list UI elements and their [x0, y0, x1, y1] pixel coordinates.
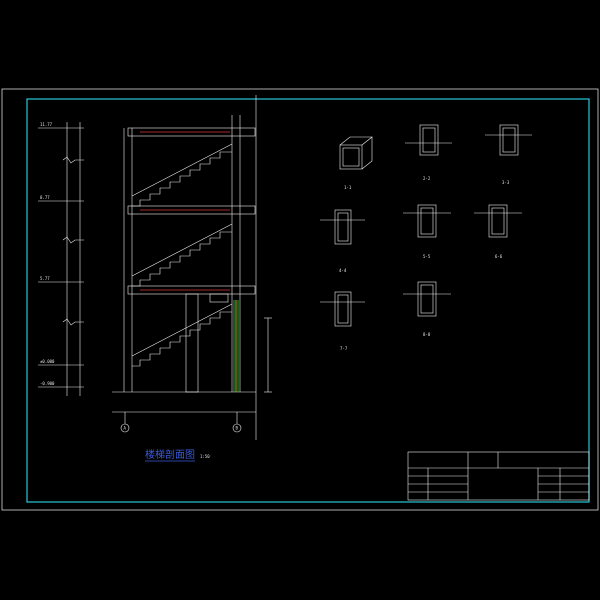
- axis-label: A: [124, 426, 127, 431]
- level-label: 8.77: [40, 195, 50, 200]
- drawing-title-group: 楼梯剖面图 1:50: [145, 448, 210, 462]
- section-detail: [485, 124, 532, 156]
- level-label: 11.77: [40, 122, 53, 127]
- section-details: [320, 124, 532, 327]
- section-detail: [320, 291, 365, 327]
- section-label: 4-4: [339, 268, 347, 273]
- section-detail: [474, 204, 522, 238]
- section-detail: [403, 204, 451, 238]
- section-label: 3-3: [502, 180, 510, 185]
- section-detail: [405, 124, 452, 156]
- stair-section: [112, 95, 272, 440]
- level-tags: 11.77 8.77 5.77 ±0.000 -0.900: [40, 122, 55, 386]
- level-column: [38, 122, 84, 396]
- drawing-title: 楼梯剖面图: [145, 448, 195, 461]
- section-label: 8-8: [423, 332, 431, 337]
- section-label: 5-5: [423, 254, 431, 259]
- title-block: [407, 451, 590, 501]
- drawing-scale: 1:50: [200, 454, 210, 459]
- section-detail: [320, 209, 365, 245]
- level-label: -0.900: [40, 381, 55, 386]
- rebar-hatching: [140, 131, 239, 392]
- inner-frame: [26, 98, 590, 503]
- level-label: 5.77: [40, 276, 50, 281]
- level-label: ±0.000: [40, 359, 55, 364]
- section-detail: [403, 281, 451, 317]
- section-label: 1-1: [344, 185, 352, 190]
- section-labels: 1-1 2-2 3-3 4-4 5-5 6-6 7-7 8-8: [339, 176, 510, 351]
- section-detail: [339, 136, 373, 170]
- section-label: 6-6: [495, 254, 503, 259]
- section-label: 7-7: [340, 346, 348, 351]
- outer-frame: [1, 88, 599, 511]
- axis-label: B: [236, 426, 239, 431]
- axis-markers: [120, 412, 242, 433]
- section-label: 2-2: [423, 176, 431, 181]
